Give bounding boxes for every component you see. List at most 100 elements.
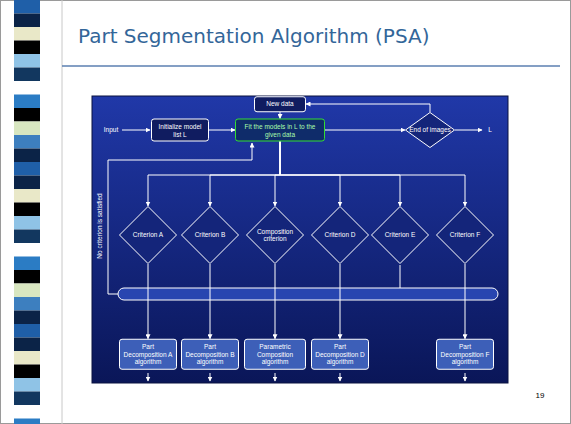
algorithm-box: Parametric Composition algorithm [244,339,306,370]
stripe-block [14,149,40,163]
decision-diamond: Criterion D [311,206,369,264]
flow-connector [210,142,280,207]
algorithm-box: Part Decomposition F algorithm [436,339,494,370]
exit-arrow [340,373,341,381]
input-label: Input [104,126,118,134]
decision-diamond: Criterion F [436,206,494,264]
stripe-block [14,14,40,28]
flow-connector [280,142,400,207]
stripe-block [14,41,40,55]
node-text: New data [258,100,302,108]
diamond-shape [182,207,239,264]
stripe-block [14,216,40,230]
loop-label: No criterion is satisfied [96,193,104,258]
stripe-block [14,81,40,95]
process-box: Fit the models in L to the given data [235,119,325,142]
exit-arrow [465,373,466,381]
algorithm-box: Part Decomposition D algorithm [311,339,369,370]
stripe-block [14,95,40,109]
stripe-block [14,0,40,14]
stripe-column [14,0,40,424]
stripe-block [14,230,40,244]
process-box: Initialize model list L [151,119,209,142]
slide-title: Part Segmentation Algorithm (PSA) [78,24,429,48]
diamond-shape [247,207,304,264]
stripe-block [14,405,40,419]
stripe-block [14,243,40,257]
chart-panel [92,96,508,383]
stripe-block [14,162,40,176]
diamond-shape [437,207,494,264]
node-text: Part Decomposition D algorithm [315,343,365,366]
stripe-block [14,297,40,311]
node-text: End of images [409,126,451,134]
flow-connector [210,264,211,339]
stripe-block [14,68,40,82]
input-box: New data [254,96,306,112]
collector-bar [118,288,498,300]
stripe-block [14,203,40,217]
node-text: Criterion A [133,231,163,239]
decision-diamond: End of images [405,112,455,148]
flow-connector [340,264,341,339]
diamond-shape [406,113,455,148]
flow-connector [280,112,281,119]
stripe-block [14,257,40,271]
output-arrow [455,130,482,131]
stripe-block [14,176,40,190]
decision-diamond: Composition criterion [246,206,304,264]
stripe-block [14,365,40,379]
stripe-block [14,27,40,41]
algorithm-box: Part Decomposition A algorithm [119,339,177,370]
flow-connector [306,104,430,112]
stripe-block [14,311,40,325]
node-text: Criterion F [450,231,480,239]
decision-diamond: Criterion B [181,206,239,264]
exit-arrow [210,373,211,381]
title-rule [62,65,560,67]
stripe-block [14,108,40,122]
node-text: Fit the models in L to the given data [239,123,321,138]
stripe-block [14,351,40,365]
algorithm-box: Part Decomposition B algorithm [181,339,239,370]
node-text: Criterion D [324,231,355,239]
stripe-block [14,54,40,68]
diamond-shape [120,207,177,264]
stripe-block [14,189,40,203]
diamond-shape [372,207,429,264]
output-label: L [488,126,492,134]
stripe-block [14,419,40,424]
flow-connector [275,142,280,207]
stripe-block [14,324,40,338]
flow-connector [280,142,465,207]
decision-diamond: Criterion A [119,206,177,264]
stripe-block [14,270,40,284]
node-text: Criterion E [385,231,416,239]
stripe-block [14,392,40,406]
node-text: Parametric Composition algorithm [248,343,302,366]
input-arrow [122,130,150,131]
node-text: Part Decomposition B algorithm [185,343,235,366]
node-text: Part Decomposition A algorithm [123,343,173,366]
flow-connector [275,264,276,339]
node-text: Criterion B [195,231,226,239]
flow-connector [280,142,340,207]
flow-connector [465,264,466,339]
stripe-block [14,378,40,392]
stripe-block [14,135,40,149]
bar-feed-line [400,265,401,288]
slide-number: 19 [536,392,545,400]
exit-arrows [148,373,465,381]
exit-arrow [275,373,276,381]
flow-connector [148,264,149,339]
stripe-block [14,284,40,298]
flow-connector [325,130,405,131]
stripe-block [14,122,40,136]
flow-connector [148,142,280,207]
decision-diamond: Criterion E [371,206,429,264]
node-text: Composition criterion [253,228,297,243]
side-rule [62,0,63,424]
exit-arrow [148,373,149,381]
diamond-shape [312,207,369,264]
